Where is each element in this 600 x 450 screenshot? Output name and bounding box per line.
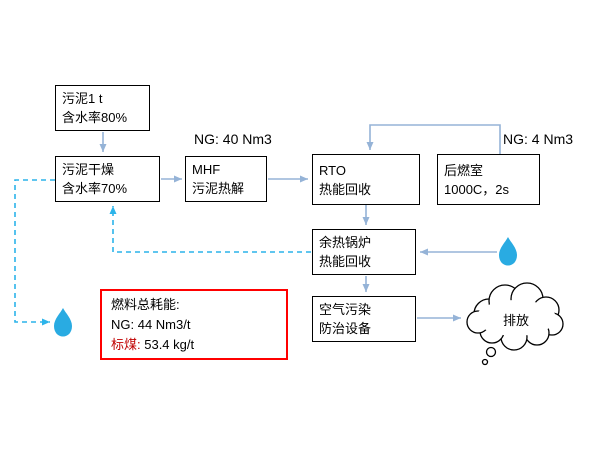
fuel-summary-line3-label: 标煤: (111, 337, 141, 352)
label-ng-mhf: NG: 40 Nm3 (194, 131, 272, 147)
fuel-summary-line1: 燃料总耗能: (111, 297, 180, 312)
node-mhf-line2: 污泥热解 (192, 181, 245, 196)
arrow-afterburner-to-rto (366, 124, 501, 154)
node-apc-line1: 空气污染 (319, 302, 372, 317)
node-boiler-line2: 热能回收 (319, 254, 372, 269)
node-sludge-input-line2: 含水率80% (62, 110, 128, 125)
node-apc-line2: 防治设备 (319, 321, 372, 336)
water-drop-icon (499, 237, 517, 266)
node-sludge-input: 污泥1 t 含水率80% (55, 85, 150, 131)
dashed-arrow-boiler-heat-to-dryer (109, 206, 311, 253)
node-afterburner-line2: 1000C，2s (444, 181, 510, 197)
node-dryer-line2: 含水率70% (62, 181, 128, 196)
node-sludge-input-line1: 污泥1 t (62, 91, 103, 106)
fuel-summary-line3-value: 53.4 kg/t (140, 337, 195, 352)
fuel-summary-box: 燃料总耗能: NG: 44 Nm3/t 标煤: 53.4 kg/t (100, 289, 288, 360)
node-afterburner: 后燃室 1000C，2s (437, 154, 540, 205)
node-rto: RTO 热能回收 (312, 154, 420, 205)
cloud-tail-bubble (485, 346, 497, 358)
emission-cloud-icon (466, 282, 564, 366)
cloud-tail-bubble (481, 358, 489, 366)
water-drop-icon (54, 308, 72, 337)
node-dryer-line1: 污泥干燥 (62, 162, 115, 177)
dashed-arrow-dryer-to-condensate (14, 179, 55, 326)
node-mhf: MHF 污泥热解 (185, 156, 267, 202)
emission-label: 排放 (502, 313, 529, 328)
fuel-summary-line3: 标煤: 53.4 kg/t (111, 335, 277, 355)
fuel-summary-line2: NG: 44 Nm3/t (111, 317, 191, 332)
node-afterburner-line1: 后燃室 (444, 162, 484, 178)
node-apc: 空气污染 防治设备 (312, 296, 416, 342)
node-boiler: 余热锅炉 热能回收 (312, 229, 416, 275)
node-rto-line2: 热能回收 (319, 181, 372, 197)
node-mhf-line1: MHF (192, 162, 221, 177)
node-rto-line1: RTO (319, 162, 346, 178)
node-boiler-line1: 余热锅炉 (319, 235, 372, 250)
node-dryer: 污泥干燥 含水率70% (55, 156, 160, 202)
label-ng-afterburner: NG: 4 Nm3 (503, 131, 574, 147)
